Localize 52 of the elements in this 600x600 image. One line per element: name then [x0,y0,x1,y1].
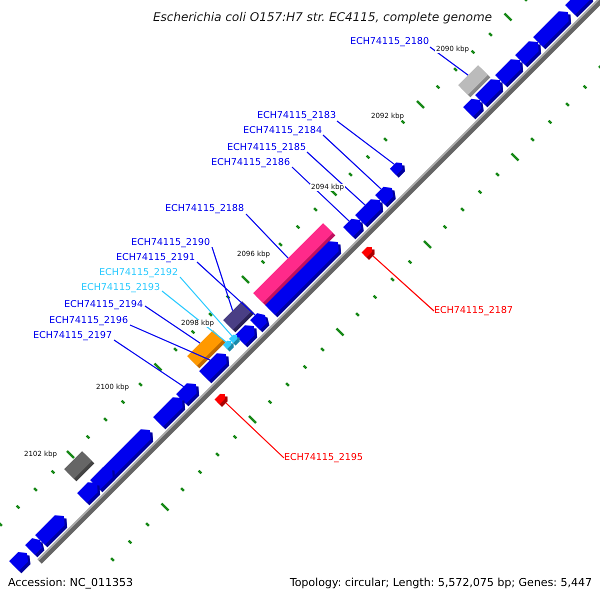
gene-label: ECH74115_2186 [211,158,290,168]
leader-line [130,324,210,361]
gene-feature [355,199,384,228]
gene-feature [362,246,375,260]
gene-feature [463,98,484,120]
gene-feature [565,0,594,18]
leader-line [430,46,468,76]
leader-line [162,290,226,342]
gene-label: ECH74115_2192 [99,268,178,278]
leader-line [336,120,395,165]
gene-label: ECH74115_2188 [165,204,244,214]
leader-line [180,276,232,336]
gene-label: ECH74115_2191 [116,253,195,262]
accession-text: Accession: NC_011353 [8,577,134,588]
gene-label: ECH74115_2185 [227,143,306,152]
leader-line [114,340,184,388]
leader-line [196,262,256,316]
gene-label: ECH74115_2190 [131,238,210,248]
gene-feature [9,552,30,574]
gene-feature [214,394,228,407]
gene-feature [222,340,234,352]
gene-feature [35,515,68,548]
gene-feature [495,59,524,88]
gene-feature [390,162,405,178]
gene-label: ECH74115_2197 [33,331,112,340]
gene-label: ECH74115_2193 [81,283,160,292]
gene-label: ECH74115_2196 [49,316,128,326]
gene-label: ECH74115_2187 [434,306,513,316]
gene-feature [25,538,44,558]
leader-line [211,246,234,311]
gene-label: ECH74115_2183 [257,111,336,120]
leader-line [372,256,434,312]
title: Escherichia coli O157:H7 str. EC4115, complete genome [152,11,494,23]
leader-line [292,166,350,222]
leader-line [144,306,200,344]
gene-feature [64,451,94,482]
gene-feature [199,353,230,384]
gene-feature [235,325,258,348]
gene-feature [475,79,504,108]
gene-label: ECH74115_2194 [64,300,143,310]
leader-line [226,402,284,458]
gene-feature [343,218,364,240]
gene-label: ECH74115_2184 [243,126,322,136]
gene-label: ECH74115_2195 [284,453,363,462]
leader-line [306,152,366,206]
gene-feature [533,11,572,50]
leader-line [322,134,382,190]
gene-feature [153,397,186,430]
genome-summary-text: Topology: circular; Length: 5,572,075 bp; Genes: 5,447 [290,577,592,588]
leader-line [246,214,289,259]
gene-feature [77,482,100,506]
gene-label: ECH74115_2180 [350,37,429,46]
